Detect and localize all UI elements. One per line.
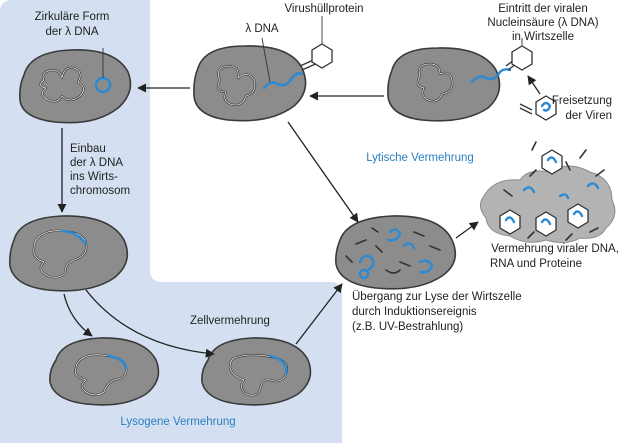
arrow-released-virus: [527, 75, 541, 95]
label-integration-1: Einbau: [70, 143, 106, 155]
label-transition-2: durch Induktionsereignis: [352, 306, 477, 318]
integrated-lambda-dna: [60, 229, 88, 246]
label-integration-3: ins Wirts-: [70, 171, 118, 183]
lysed-cell-cloud: [480, 141, 616, 244]
arrow-infected-to-lysis: [287, 121, 359, 223]
arrow-integrated-to-daughter-1: [63, 293, 93, 337]
cell-induced-lysis: [335, 215, 457, 290]
daughter-1-lambda-dna: [106, 354, 128, 370]
label-replication-1: Vermehrung viraler DNA,: [491, 243, 619, 255]
virus-capsid-icon-entry: [511, 45, 533, 71]
label-entry-2: Nucleinsäure (λ DNA): [487, 17, 598, 29]
label-integration-4: chromosom: [70, 185, 130, 197]
arrow-lysis-to-cloud: [455, 221, 479, 239]
label-release-1: Freisetzung: [552, 95, 612, 107]
label-cell-division: Zellvermehrung: [190, 315, 270, 327]
cell-infected: [193, 16, 333, 122]
cell-integrated: [9, 215, 129, 292]
label-integration-2: der λ DNA: [70, 157, 123, 169]
arrow-integrated-to-daughter-2: [85, 289, 215, 358]
label-circular-form-2: der λ DNA: [45, 26, 98, 38]
entering-lambda-dna: [470, 68, 512, 84]
cell-daughter-1: [49, 337, 160, 406]
arrow-daughter-to-lysis: [295, 283, 343, 345]
linear-lambda-dna: [262, 72, 304, 90]
label-lambda-dna: λ DNA: [245, 23, 279, 35]
label-entry-3: in Wirtszelle: [512, 31, 574, 43]
label-lytic: Lytische Vermehrung: [366, 152, 474, 164]
released-virus-icon: [519, 95, 557, 121]
label-capsid-protein: Virushüllprotein: [284, 3, 363, 15]
label-transition-3: (z.B. UV-Bestrahlung): [352, 321, 463, 333]
label-entry-1: Eintritt der viralen: [498, 3, 587, 15]
cell-circular-dna: [19, 48, 132, 124]
cell-entry: [387, 38, 533, 122]
label-release-2: der Viren: [566, 110, 612, 122]
cell-daughter-2: [201, 337, 312, 406]
daughter-2-lambda-dna: [268, 354, 288, 376]
virus-capsid-icon: [311, 43, 333, 69]
label-transition-1: Übergang zur Lyse der Wirtszelle: [352, 291, 522, 303]
label-lysogenic: Lysogene Vermehrung: [120, 416, 235, 428]
label-replication-2: RNA und Proteine: [490, 258, 582, 270]
label-circular-form: Zirkuläre Form: [35, 11, 110, 23]
